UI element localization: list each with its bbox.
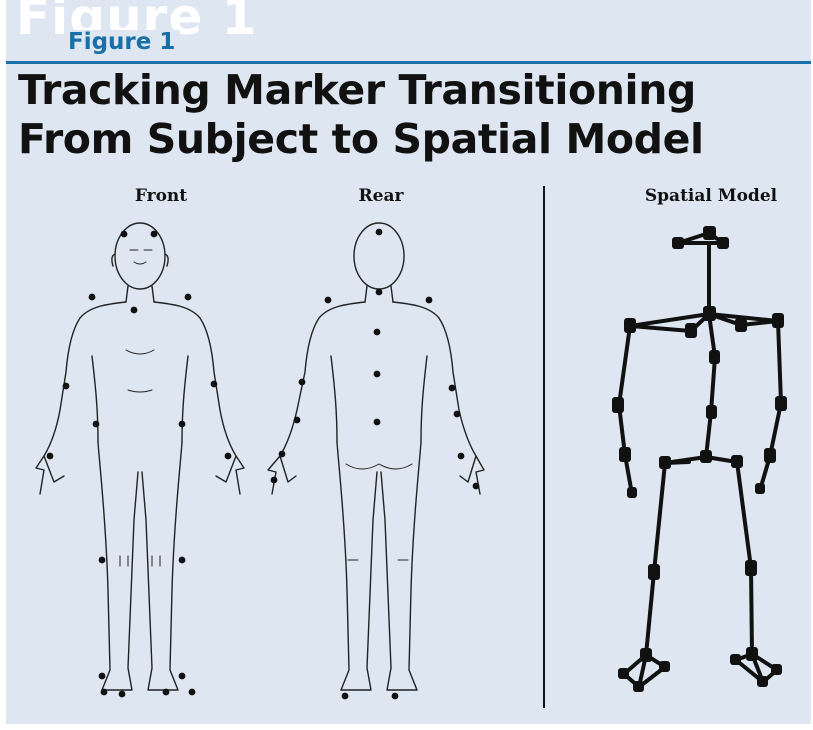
rear-markers	[271, 229, 480, 700]
front-body-figure	[36, 223, 244, 690]
front-markers	[47, 231, 232, 698]
figure-illustrations	[6, 0, 811, 724]
figure-panel: Figure 1 Figure 1 Tracking Marker Transi…	[6, 0, 811, 724]
